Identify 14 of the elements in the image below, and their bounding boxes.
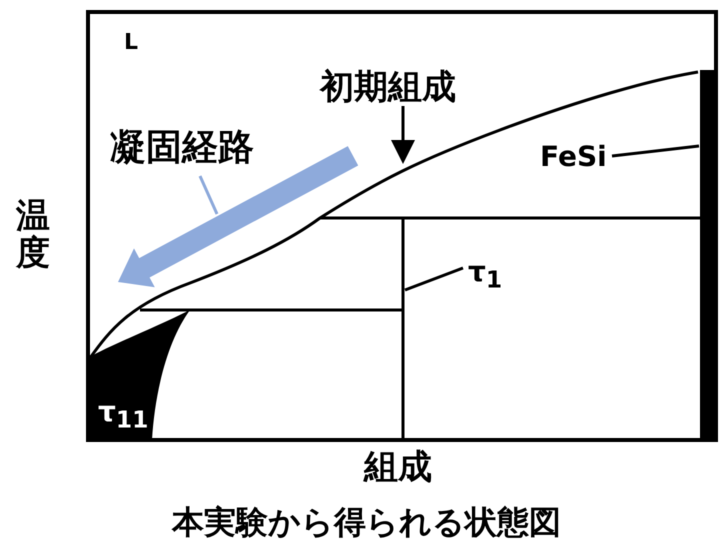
phase-label: FeSi [540,143,607,171]
caption: 本実験から得られる状態図 [172,506,561,538]
axis-label: 組成 [364,450,432,484]
leader-line [198,175,218,215]
leader-line [404,266,464,292]
region-label: L [124,32,138,54]
phase-line [402,218,404,440]
annotation-label: 凝固経路 [110,130,254,166]
phase-label: τ$_{11}$ [98,398,148,432]
axis-label: 温度 [16,198,50,273]
phase-label: τ$_{1}$ [468,258,502,292]
leader-line [612,144,700,158]
annotation-label: 初期組成 [320,70,456,104]
arrow [391,106,415,164]
